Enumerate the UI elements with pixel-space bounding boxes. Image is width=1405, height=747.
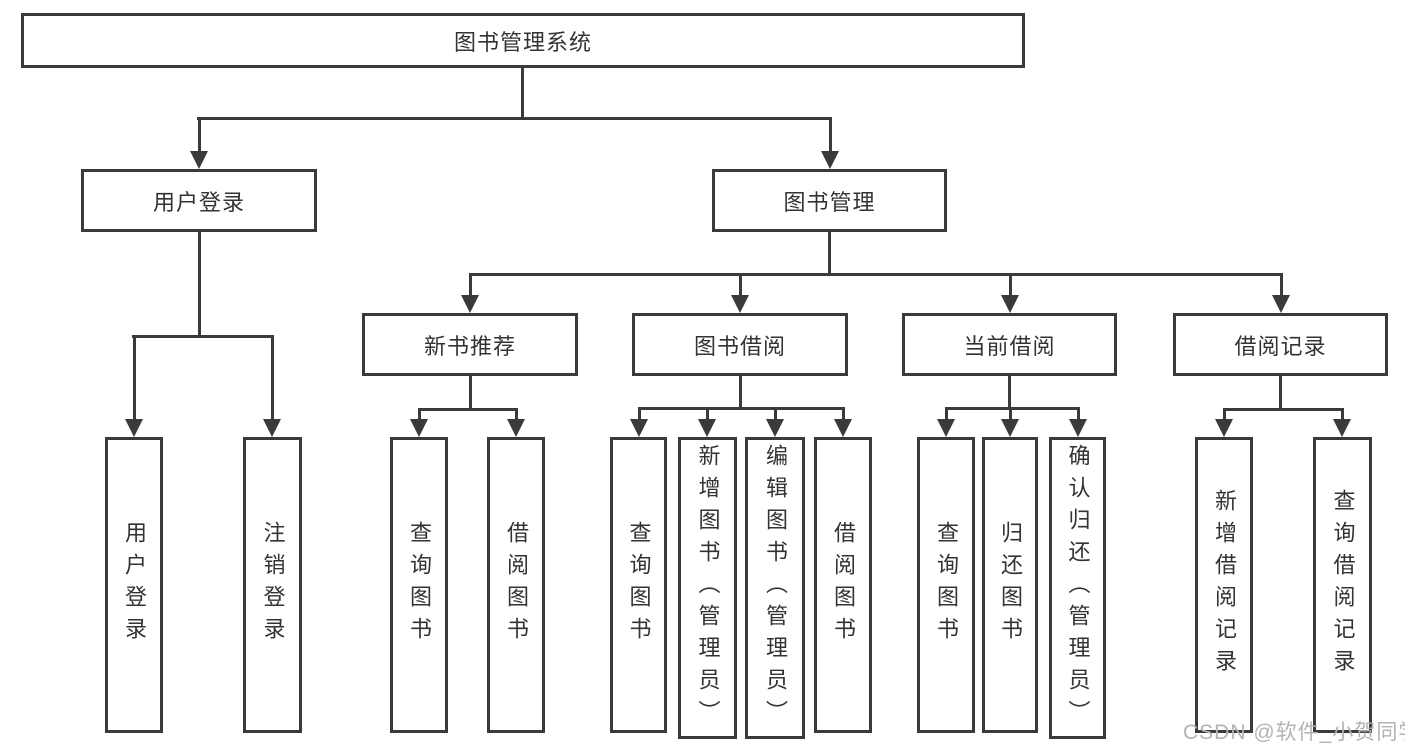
connector-bb-add-stem <box>706 407 709 421</box>
arrowhead-bb-add-icon <box>698 419 716 437</box>
connector-root-trunk <box>521 68 524 117</box>
arrowhead-nb-query-icon <box>410 419 428 437</box>
leaf-nb-borrow-books: 借阅图书 <box>487 437 545 733</box>
leaf-bb-borrow-books-label: 借阅图书 <box>831 521 856 649</box>
arrowhead-user-login-icon <box>190 151 208 169</box>
arrowhead-leaf-logout-icon <box>263 419 281 437</box>
arrowhead-leaf-login-icon <box>125 419 143 437</box>
connector-nb-query-stem <box>418 408 421 421</box>
connector-level2-bar <box>197 117 832 120</box>
connector-new-books-stem <box>469 273 472 297</box>
connector-current-borrow-bar <box>945 407 1079 410</box>
node-root-label: 图书管理系统 <box>453 29 592 55</box>
arrowhead-current-borrow-icon <box>1001 295 1019 313</box>
node-user-login-label: 用户登录 <box>152 189 245 215</box>
node-book-mgmt-label: 图书管理 <box>783 189 876 215</box>
connector-borrow-records-trunk <box>1279 376 1282 408</box>
leaf-br-add-record: 新增借阅记录 <box>1195 437 1253 733</box>
leaf-cb-confirm-return: 确认归还（管理员） <box>1049 437 1106 739</box>
arrowhead-nb-borrow-icon <box>507 419 525 437</box>
arrowhead-book-mgmt-icon <box>821 151 839 169</box>
node-new-books: 新书推荐 <box>362 313 578 376</box>
connector-book-mgmt-trunk <box>828 232 831 273</box>
node-borrow-records-label: 借阅记录 <box>1234 333 1327 359</box>
csdn-watermark: CSDN @软件_小贺同学 <box>1183 721 1405 744</box>
leaf-nb-query-books-label: 查询图书 <box>407 521 432 649</box>
leaf-cb-query-books-label: 查询图书 <box>934 521 959 649</box>
arrowhead-br-add-icon <box>1215 419 1233 437</box>
arrowhead-br-query-icon <box>1333 419 1351 437</box>
connector-book-borrow-stem <box>739 273 742 297</box>
connector-cb-return-stem <box>1009 407 1012 421</box>
leaf-bb-borrow-books: 借阅图书 <box>814 437 872 733</box>
leaf-bb-query-books: 查询图书 <box>610 437 667 733</box>
leaf-bb-add-books: 新增图书（管理员） <box>678 437 737 739</box>
connector-bb-edit-stem <box>774 407 777 421</box>
leaf-br-query-record: 查询借阅记录 <box>1313 437 1372 733</box>
connector-cb-confirm-stem <box>1077 407 1080 421</box>
arrowhead-book-borrow-icon <box>731 295 749 313</box>
node-current-borrow-label: 当前借阅 <box>963 333 1056 359</box>
leaf-user-login-label: 用户登录 <box>122 521 147 649</box>
connector-new-books-trunk <box>469 376 472 408</box>
leaf-bb-add-books-label: 新增图书（管理员） <box>695 444 721 732</box>
arrowhead-bb-query-icon <box>630 419 648 437</box>
arrowhead-bb-edit-icon <box>766 419 784 437</box>
node-book-borrow: 图书借阅 <box>632 313 848 376</box>
arrowhead-bb-borrow-icon <box>834 419 852 437</box>
node-book-mgmt: 图书管理 <box>712 169 947 232</box>
connector-book-borrow-trunk <box>739 376 742 407</box>
connector-book-mgmt-stem <box>829 117 832 153</box>
connector-br-add-stem <box>1223 408 1226 421</box>
arrowhead-new-books-icon <box>461 295 479 313</box>
leaf-nb-borrow-books-label: 借阅图书 <box>504 521 529 649</box>
connector-br-query-stem <box>1341 408 1344 421</box>
node-new-books-label: 新书推荐 <box>423 333 516 359</box>
connector-level3-bar <box>469 273 1282 276</box>
leaf-logout-label: 注销登录 <box>260 521 286 649</box>
connector-user-login-trunk <box>198 232 201 335</box>
connector-bb-borrow-stem <box>842 407 845 421</box>
leaf-br-query-record-label: 查询借阅记录 <box>1330 489 1356 681</box>
connector-leaf-logout-stem <box>271 335 274 421</box>
node-borrow-records: 借阅记录 <box>1173 313 1388 376</box>
connector-nb-borrow-stem <box>515 408 518 421</box>
connector-bb-query-stem <box>638 407 641 421</box>
arrowhead-cb-return-icon <box>1001 419 1019 437</box>
connector-current-borrow-stem <box>1009 273 1012 297</box>
connector-book-borrow-bar <box>638 407 845 410</box>
connector-user-login-bar <box>132 335 273 338</box>
node-current-borrow: 当前借阅 <box>902 313 1117 376</box>
arrowhead-cb-confirm-icon <box>1069 419 1087 437</box>
leaf-br-add-record-label: 新增借阅记录 <box>1212 489 1237 681</box>
leaf-user-login: 用户登录 <box>105 437 163 733</box>
leaf-logout: 注销登录 <box>243 437 302 733</box>
arrowhead-borrow-records-icon <box>1272 295 1290 313</box>
leaf-cb-confirm-return-label: 确认归还（管理员） <box>1065 444 1091 732</box>
leaf-cb-return-books-label: 归还图书 <box>998 521 1023 649</box>
connector-current-borrow-trunk <box>1008 376 1011 407</box>
connector-user-login-stem <box>198 117 201 153</box>
connector-borrow-records-bar <box>1223 408 1344 411</box>
connector-new-books-bar <box>418 408 518 411</box>
node-book-borrow-label: 图书借阅 <box>693 333 786 359</box>
node-user-login: 用户登录 <box>81 169 317 232</box>
leaf-cb-return-books: 归还图书 <box>982 437 1038 733</box>
leaf-bb-edit-books-label: 编辑图书（管理员） <box>763 444 788 732</box>
connector-borrow-records-stem <box>1280 273 1283 297</box>
leaf-bb-query-books-label: 查询图书 <box>626 521 652 649</box>
leaf-bb-edit-books: 编辑图书（管理员） <box>745 437 805 739</box>
leaf-cb-query-books: 查询图书 <box>917 437 975 733</box>
arrowhead-cb-query-icon <box>937 419 955 437</box>
leaf-nb-query-books: 查询图书 <box>390 437 448 733</box>
connector-cb-query-stem <box>945 407 948 421</box>
connector-leaf-login-stem <box>133 335 136 421</box>
node-root: 图书管理系统 <box>21 13 1025 68</box>
